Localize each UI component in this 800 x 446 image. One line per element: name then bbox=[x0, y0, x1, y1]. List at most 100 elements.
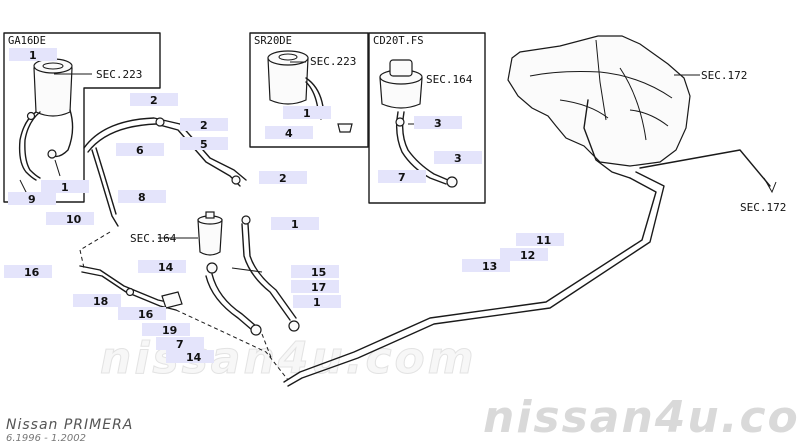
sec-ref-tank: SEC.172 bbox=[701, 69, 747, 82]
callout-chip bbox=[73, 294, 121, 307]
callout-number: 14 bbox=[186, 351, 202, 364]
callout-number: 7 bbox=[398, 171, 406, 184]
reservoir-ga16de bbox=[33, 67, 73, 117]
reservoir-sr20de bbox=[267, 57, 309, 105]
variant-title-ga16de: GA16DE bbox=[8, 35, 46, 47]
callout-chip bbox=[116, 143, 164, 156]
callout-chip bbox=[142, 323, 190, 336]
callout-number: 19 bbox=[162, 324, 177, 337]
clamp-sr20de bbox=[337, 123, 353, 133]
callout-14: 3 bbox=[434, 151, 482, 165]
callout-16: 4 bbox=[265, 126, 313, 140]
callout-6: 6 bbox=[116, 143, 164, 157]
callout-number: 18 bbox=[93, 295, 108, 308]
callout-number: 15 bbox=[311, 266, 326, 279]
reservoir-cd20tfs bbox=[379, 77, 423, 109]
routing-dash-3 bbox=[261, 333, 273, 361]
callout-chip bbox=[41, 180, 89, 193]
callout-number: 1 bbox=[291, 218, 299, 231]
callout-18: 12 bbox=[500, 248, 548, 262]
callout-27: 19 bbox=[142, 323, 190, 337]
callout-number: 1 bbox=[61, 181, 69, 194]
callout-number: 11 bbox=[536, 234, 551, 247]
bracket-19 bbox=[161, 291, 183, 309]
callout-chip bbox=[500, 248, 548, 261]
callout-chip bbox=[265, 126, 313, 139]
callout-chip bbox=[291, 280, 339, 293]
callout-number: 2 bbox=[150, 94, 158, 107]
callout-23: 1 bbox=[293, 295, 341, 309]
callout-number: 4 bbox=[285, 127, 293, 140]
callout-25: 18 bbox=[73, 294, 121, 308]
callout-chip bbox=[180, 118, 228, 131]
callout-11: 1 bbox=[271, 217, 319, 231]
callout-20: 14 bbox=[138, 260, 186, 274]
callout-chip bbox=[378, 170, 426, 183]
callout-8: 8 bbox=[118, 190, 166, 204]
callout-chip bbox=[118, 190, 166, 203]
callout-9: 10 bbox=[46, 212, 94, 226]
production-dates: 6.1996 - 1.2002 bbox=[6, 433, 86, 444]
tank-pipe bbox=[583, 99, 631, 179]
sec-ref-cd20tfs: SEC.164 bbox=[426, 73, 473, 86]
callout-number: 10 bbox=[66, 213, 82, 226]
variant-box-ga16de bbox=[3, 32, 161, 203]
routing-dash-1 bbox=[79, 231, 111, 269]
callout-chip bbox=[156, 337, 204, 350]
callout-chip bbox=[516, 233, 564, 246]
sec-ref-ga16de: SEC.223 bbox=[96, 68, 142, 81]
callout-number: 17 bbox=[311, 281, 326, 294]
callout-chip bbox=[259, 171, 307, 184]
variant-box-sr20de bbox=[249, 32, 369, 148]
callout-chip bbox=[283, 106, 331, 119]
fuel-pipe-12 bbox=[287, 171, 665, 387]
callout-chip bbox=[291, 265, 339, 278]
fuel-tank bbox=[507, 35, 691, 167]
callout-12: 3 bbox=[414, 116, 462, 130]
callout-chip bbox=[166, 350, 214, 363]
callout-number: 7 bbox=[176, 338, 184, 351]
reservoir-cap-ga16de bbox=[33, 58, 73, 74]
callout-29: 14 bbox=[166, 350, 214, 364]
fuel-filter bbox=[197, 219, 223, 256]
callout-13: 7 bbox=[378, 170, 426, 184]
callout-2: 1 bbox=[41, 180, 89, 194]
callout-number: 13 bbox=[482, 260, 497, 273]
sec-ref-pipe: SEC.172 bbox=[740, 201, 786, 214]
callout-3: 9 bbox=[8, 192, 56, 206]
callout-number: 16 bbox=[138, 308, 154, 321]
routing-dash-2 bbox=[175, 309, 289, 381]
callout-number: 3 bbox=[454, 152, 462, 165]
callout-number: 8 bbox=[138, 191, 146, 204]
sec-ref-filter: SEC.164 bbox=[130, 232, 177, 245]
callout-number: 1 bbox=[313, 296, 321, 309]
callout-chip bbox=[4, 265, 52, 278]
fuel-pipe-13 bbox=[639, 149, 771, 187]
clamp-ga16de bbox=[47, 149, 57, 159]
callout-22: 17 bbox=[291, 280, 339, 294]
callout-number: 1 bbox=[29, 49, 37, 62]
callout-28: 7 bbox=[156, 337, 204, 351]
callout-19: 13 bbox=[462, 259, 510, 273]
callout-17: 11 bbox=[516, 233, 564, 247]
callout-number: 2 bbox=[200, 119, 208, 132]
variant-title-sr20de: SR20DE bbox=[254, 35, 292, 47]
callout-10: 2 bbox=[259, 171, 307, 185]
variant-box-cd20tfs bbox=[368, 32, 486, 204]
callout-chip bbox=[180, 137, 228, 150]
callout-5: 2 bbox=[180, 118, 228, 132]
callout-chip bbox=[414, 116, 462, 129]
callout-chip bbox=[8, 192, 56, 205]
callout-15: 1 bbox=[283, 106, 331, 120]
variant-title-cd20tfs: CD20T.FS bbox=[373, 35, 424, 47]
callout-chip bbox=[9, 48, 57, 61]
callout-7: 5 bbox=[180, 137, 228, 151]
watermark-footer: nissan4u.com bbox=[483, 392, 800, 443]
callout-chip bbox=[118, 307, 166, 320]
callout-chip bbox=[138, 260, 186, 273]
callout-number: 14 bbox=[158, 261, 174, 274]
hose-14 bbox=[205, 275, 253, 331]
